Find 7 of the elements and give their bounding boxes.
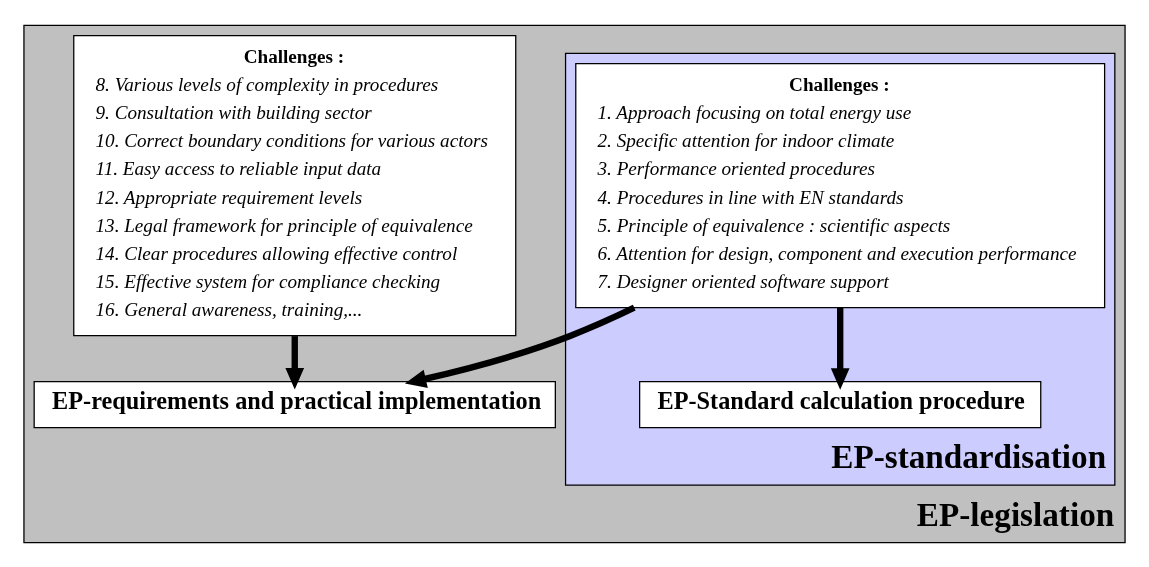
node-box: EP-Standard calculation procedure [639,380,1042,428]
node-box: Challenges : 1. Approach focusing on total energy use 2. Specific attention for indoor climate 3. Performance oriented procedures 4. Procedures in line with EN standards 5. Principle of equivalence : scientific aspects 6. Attention for design, component and execution performance 7. Designer oriented software support [575,62,1106,308]
arrow [285,335,305,389]
node-box: Challenges : 8. Various levels of complexity in procedures 9. Consultation with building sector 10. Correct boundary conditions for various actors 11. Easy access to reliable input data 12. Appropriate requirement levels 13. Legal framework for principle of equivalence 14. Clear procedures allowing effective control 15. Effective system for compliance checking 16. General awareness, training,... [73,34,517,336]
node-box: EP-requirements and practical implementation [33,380,556,428]
arrow [404,304,636,388]
arrow [830,307,850,390]
